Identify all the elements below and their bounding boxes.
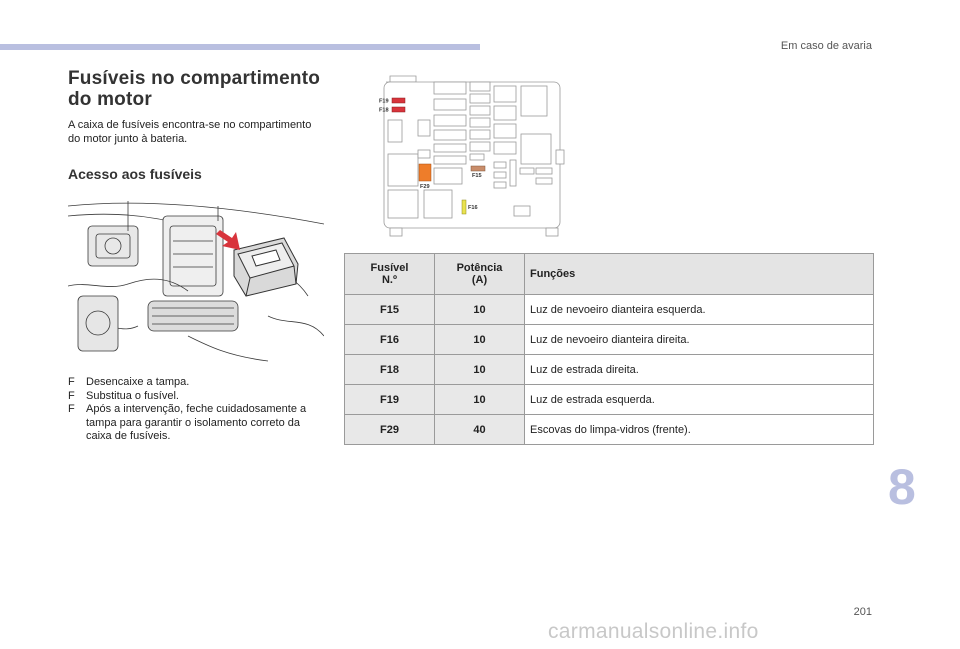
fuse-number: F19 xyxy=(344,384,435,415)
section-subtitle: Acesso aos fusíveis xyxy=(68,166,202,182)
title-line-1: Fusíveis no compartimento xyxy=(68,68,321,89)
intro-text: A caixa de fusíveis encontra-se no compa… xyxy=(68,119,312,145)
table-row: F19 10 Luz de estrada esquerda. xyxy=(344,384,874,415)
fuse-power: 10 xyxy=(434,384,525,415)
fuse-label-f16: F16 xyxy=(468,205,478,211)
fuse-label-f18: F18 xyxy=(379,108,389,114)
page-title: Fusíveis no compartimento do motor xyxy=(68,68,338,110)
table-row: F16 10 Luz de nevoeiro dianteira direita… xyxy=(344,324,874,355)
fuse-function: Luz de estrada direita. xyxy=(524,354,874,385)
fuse-label-f15: F15 xyxy=(472,173,482,179)
fuse-power: 10 xyxy=(434,294,525,325)
watermark-text: carmanualsonline.info xyxy=(548,620,759,643)
fuse-label-f19: F19 xyxy=(379,99,389,105)
fuse-power: 40 xyxy=(434,414,525,445)
fuse-power: 10 xyxy=(434,324,525,355)
fuse-number: F18 xyxy=(344,354,435,385)
fuse-function: Luz de estrada esquerda. xyxy=(524,384,874,415)
fuse-number: F29 xyxy=(344,414,435,445)
fuse-function: Escovas do limpa-vidros (frente). xyxy=(524,414,874,445)
engine-compartment-illustration xyxy=(68,196,324,364)
fuse-number: F15 xyxy=(344,294,435,325)
table-row: F18 10 Luz de estrada direita. xyxy=(344,354,874,385)
fuse-power: 10 xyxy=(434,354,525,385)
step-bullet: F xyxy=(68,403,75,415)
col-header-functions: Funções xyxy=(524,253,874,295)
header-accent-bar xyxy=(0,44,480,50)
step-bullet: F xyxy=(68,376,75,388)
chapter-number: 8 xyxy=(888,459,916,515)
table-row: F29 40 Escovas do limpa-vidros (frente). xyxy=(344,414,874,445)
fuse-label-f29: F29 xyxy=(420,184,430,190)
table-row: F15 10 Luz de nevoeiro dianteira esquerd… xyxy=(344,294,874,325)
step-bullet: F xyxy=(68,389,75,402)
page-number: 201 xyxy=(853,606,872,618)
title-line-2: do motor xyxy=(68,89,152,110)
col-header-power: Potência(A) xyxy=(434,253,525,295)
fuse-function: Luz de nevoeiro dianteira esquerda. xyxy=(524,294,874,325)
fuse-function: Luz de nevoeiro dianteira direita. xyxy=(524,324,874,355)
section-label: Em caso de avaria xyxy=(780,40,872,52)
fuse-box-diagram: F19 F18 F29 F15 F16 xyxy=(379,75,565,237)
fuse-number: F16 xyxy=(344,324,435,355)
